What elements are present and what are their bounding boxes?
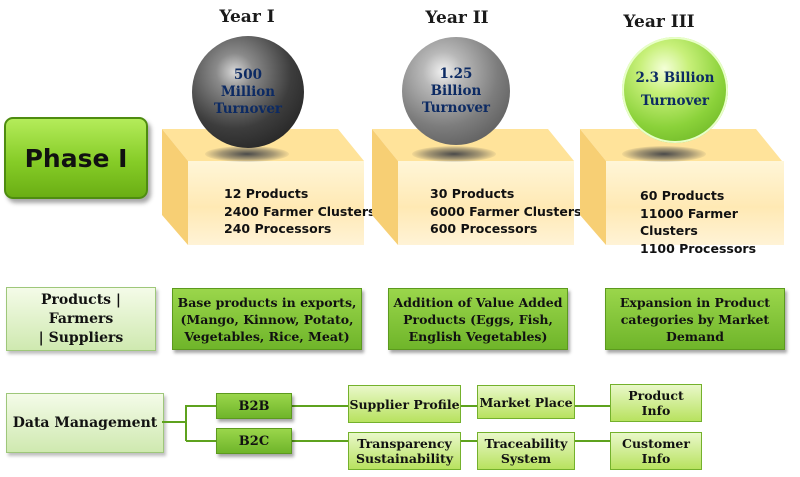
year-1-sphere: 500 Million Turnover xyxy=(192,36,304,148)
connector-b2b-3 xyxy=(573,405,610,407)
year-2-sphere-line-2: Billion xyxy=(430,82,482,99)
year-title-2: Year II xyxy=(425,8,489,28)
products-stage-3-line-2: categories by Market xyxy=(620,311,770,327)
b2c-customer-info-line-1: Customer xyxy=(622,436,690,451)
connector-b2c-3 xyxy=(573,440,610,442)
connector-trunk xyxy=(162,421,186,423)
phase-label: Phase I xyxy=(4,117,148,199)
year-1-sphere-shadow xyxy=(205,146,289,162)
connector-b2c-1 xyxy=(290,440,348,442)
connector-vertical xyxy=(185,405,187,441)
year-1-sphere-line-3: Turnover xyxy=(213,100,283,117)
b2c-customer-info-line-2: Info xyxy=(641,451,671,466)
b2c-transparency-line-1: Transparency xyxy=(357,436,452,451)
products-stage-3-line-1: Expansion in Product xyxy=(619,294,771,310)
year-2-sphere-shadow xyxy=(412,146,496,162)
b2b-product-info-line-2: Info xyxy=(641,403,671,418)
year-3-products: 60 Products xyxy=(640,188,725,203)
year-3-sphere-line-2: Turnover xyxy=(640,93,710,109)
connector-b2b xyxy=(186,405,216,407)
year-3-processors: 1100 Processors xyxy=(640,240,757,256)
products-row-label-line-1: Products | Farmers xyxy=(40,291,122,327)
year-3-sphere-shadow xyxy=(622,146,706,162)
products-stage-3: Expansion in Product categories by Marke… xyxy=(605,288,785,350)
products-stage-2-line-2: Products (Eggs, Fish, xyxy=(403,311,553,327)
b2c-transparency-line-2: Sustainability xyxy=(356,451,453,466)
year-2-sphere: 1.25 Billion Turnover xyxy=(402,37,510,145)
year-2-box-front xyxy=(398,161,574,245)
year-1-clusters: 2400 Farmer Clusters xyxy=(224,203,376,219)
b2b-node: B2B xyxy=(216,393,292,419)
b2c-traceability-line-2: System xyxy=(500,451,552,466)
b2b-market-place: Market Place xyxy=(477,385,575,419)
b2b-supplier-profile: Supplier Profile xyxy=(348,385,461,423)
products-stage-1: Base products in exports, (Mango, Kinnow… xyxy=(172,288,362,350)
year-3-box-front xyxy=(606,161,784,245)
year-3-clusters: 11000 Farmer Clusters xyxy=(640,205,738,239)
b2c-node: B2C xyxy=(216,428,292,454)
year-3-sphere: 2.3 Billion Turnover xyxy=(622,37,728,143)
year-3-details: 60 Products 11000 Farmer Clusters 1100 P… xyxy=(640,187,800,257)
connector-b2c-2 xyxy=(459,440,477,442)
year-title-1: Year I xyxy=(219,7,275,27)
b2b-supplier-profile-label: Supplier Profile xyxy=(349,396,460,412)
year-1-sphere-line-1: 500 xyxy=(233,66,263,83)
year-1-processors: 240 Processors xyxy=(224,221,332,236)
products-row-label: Products | Farmers | Suppliers xyxy=(6,287,156,351)
b2b-product-info: Product Info xyxy=(610,384,702,422)
year-2-sphere-line-1: 1.25 xyxy=(439,65,473,82)
year-1-sphere-line-2: Million xyxy=(220,83,276,100)
year-3-sphere-line-1: 2.3 Billion xyxy=(635,70,715,86)
b2b-market-place-label: Market Place xyxy=(479,394,573,410)
b2c-traceability-line-1: Traceability xyxy=(484,436,568,451)
products-stage-2-line-3: English Vegetables) xyxy=(408,328,548,344)
b2b-product-info-line-1: Product xyxy=(628,388,684,403)
year-1-box-front xyxy=(188,161,364,245)
products-row-label-line-2: | Suppliers xyxy=(38,329,124,346)
products-stage-2: Addition of Value Added Products (Eggs, … xyxy=(388,288,568,350)
products-stage-3-line-3: Demand xyxy=(666,328,724,344)
year-1-products: 12 Products xyxy=(224,186,309,201)
year-2-sphere-line-3: Turnover xyxy=(421,99,491,116)
b2c-customer-info: Customer Info xyxy=(610,432,702,470)
connector-b2b-1 xyxy=(290,405,348,407)
b2c-traceability: Traceability System xyxy=(477,432,575,470)
connector-b2b-2 xyxy=(459,405,477,407)
year-2-details: 30 Products 6000 Farmer Clusters 600 Pro… xyxy=(430,185,581,238)
products-stage-1-line-1: Base products in exports, xyxy=(177,294,357,310)
products-stage-1-line-2: (Mango, Kinnow, Potato, xyxy=(180,311,354,327)
year-2-products: 30 Products xyxy=(430,186,515,201)
connector-b2c xyxy=(186,440,216,442)
data-management-label: Data Management xyxy=(6,393,164,453)
b2c-transparency: Transparency Sustainability xyxy=(348,432,461,470)
year-title-3: Year III xyxy=(623,12,695,32)
year-2-clusters: 6000 Farmer Clusters xyxy=(430,203,582,219)
year-2-processors: 600 Processors xyxy=(430,221,538,236)
products-stage-1-line-3: Vegetables, Rice, Meat) xyxy=(184,328,350,344)
year-1-details: 12 Products 2400 Farmer Clusters 240 Pro… xyxy=(224,185,375,238)
products-stage-2-line-1: Addition of Value Added xyxy=(393,294,563,310)
